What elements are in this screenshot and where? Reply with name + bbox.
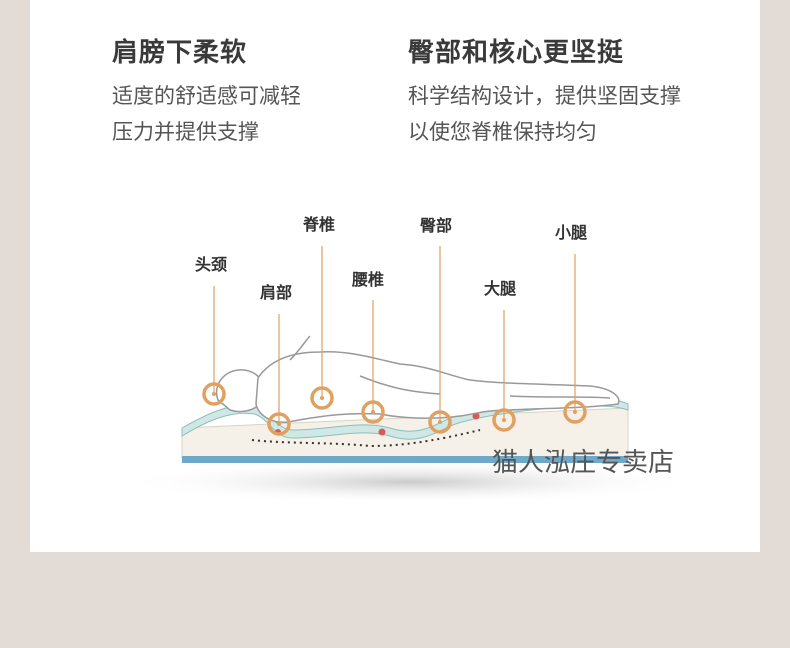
label-lumbar: 腰椎 — [352, 270, 384, 289]
leader-lines — [213, 246, 576, 424]
shoulder-feature-line-2: 压力并提供支撑 — [112, 120, 259, 144]
hip-marker — [428, 410, 452, 434]
label-spine: 脊椎 — [302, 215, 335, 234]
label-calf: 小腿 — [555, 223, 587, 242]
shoulder-feature-line-1: 适度的舒适感可减轻 — [112, 84, 301, 108]
spine-marker — [310, 386, 334, 410]
hip-feature-heading: 臀部和核心更坚挺 — [408, 38, 625, 68]
mattress-base-layer — [182, 456, 628, 463]
label-shoulder: 肩部 — [260, 283, 292, 302]
mattress-shadow — [120, 460, 700, 504]
lumbar-point — [378, 428, 386, 436]
head-neck-marker — [202, 382, 226, 406]
label-thigh: 大腿 — [484, 279, 516, 298]
mattress-illustration: 头颈 肩部 脊椎 腰椎 臀部 大腿 小腿 — [120, 215, 700, 504]
shoulder-feature-heading: 肩膀下柔软 — [112, 38, 248, 68]
thigh-marker — [492, 408, 516, 432]
calf-marker — [563, 400, 587, 424]
hip-feature: 臀部和核心更坚挺 科学结构设计，提供坚固支撑 以使您脊椎保持均匀 — [408, 36, 681, 150]
product-card: 肩膀下柔软 适度的舒适感可减轻 压力并提供支撑 臀部和核心更坚挺 科学结构设计，… — [30, 0, 760, 552]
lumbar-marker — [361, 400, 385, 424]
figure-outline — [215, 335, 620, 423]
hip-feature-line-1: 科学结构设计，提供坚固支撑 — [408, 84, 681, 108]
label-head-neck: 头颈 — [195, 255, 227, 274]
store-watermark: 猫人泓庄专卖店 — [492, 448, 675, 478]
shoulder-marker — [267, 412, 291, 436]
hip-feature-line-2: 以使您脊椎保持均匀 — [408, 120, 597, 144]
label-hip: 臀部 — [420, 216, 452, 235]
shoulder-feature: 肩膀下柔软 适度的舒适感可减轻 压力并提供支撑 — [112, 36, 301, 150]
